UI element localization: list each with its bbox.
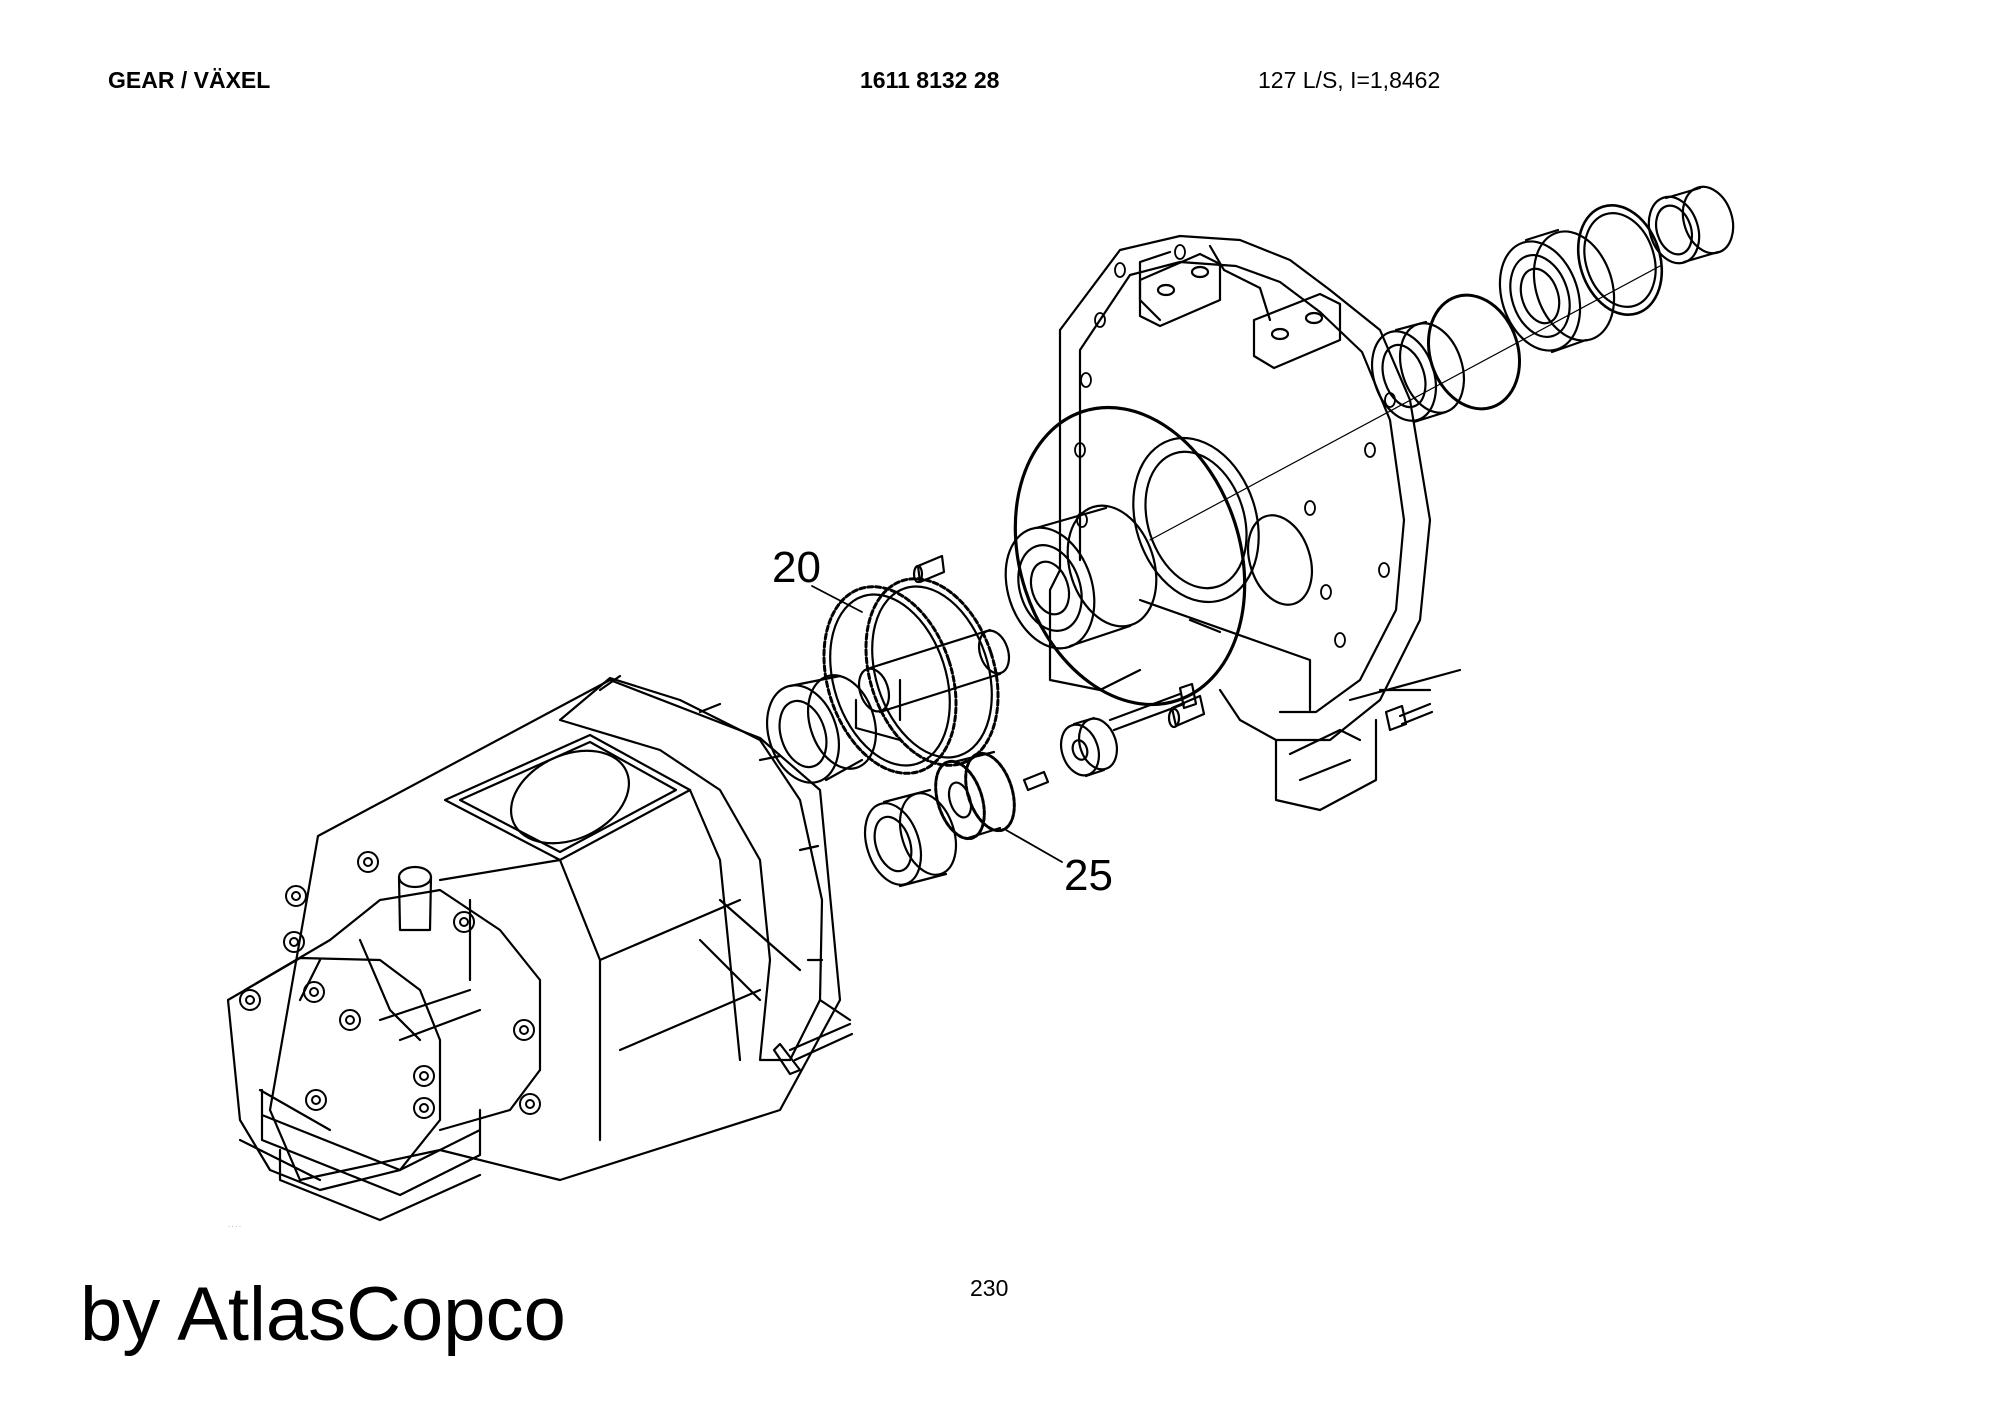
housing-bolt xyxy=(1384,702,1434,732)
compressor-element xyxy=(226,674,854,1222)
seal-housing xyxy=(1498,228,1616,354)
callout-20-leader xyxy=(811,585,863,613)
callout-25: 25 xyxy=(1064,851,1113,900)
seal-ring xyxy=(1371,320,1465,424)
part-number: 1611 8132 28 xyxy=(860,67,1000,93)
callout-20: 20 xyxy=(772,543,821,592)
dowel-pins xyxy=(912,554,1206,729)
key-and-spacer xyxy=(1022,682,1198,792)
circlip xyxy=(1576,204,1664,316)
callout-25-leader xyxy=(1005,829,1063,863)
page-number: 230 xyxy=(970,1275,1009,1301)
scan-mark: · · · · xyxy=(228,1224,241,1230)
bearing-large xyxy=(1004,504,1158,650)
watermark-text: by AtlasCopco xyxy=(80,1272,566,1357)
gear-housing xyxy=(1048,234,1462,812)
gear-spec: 127 L/S, I=1,8462 xyxy=(1258,67,1441,93)
sleeve xyxy=(1647,185,1735,265)
bearing-small xyxy=(766,674,877,784)
document-title: GEAR / VÄXEL xyxy=(108,67,271,93)
pinion-gear xyxy=(934,750,1016,841)
o-ring-small xyxy=(1426,293,1522,411)
o-ring-large xyxy=(1013,405,1247,707)
roller-bearing xyxy=(863,788,958,888)
